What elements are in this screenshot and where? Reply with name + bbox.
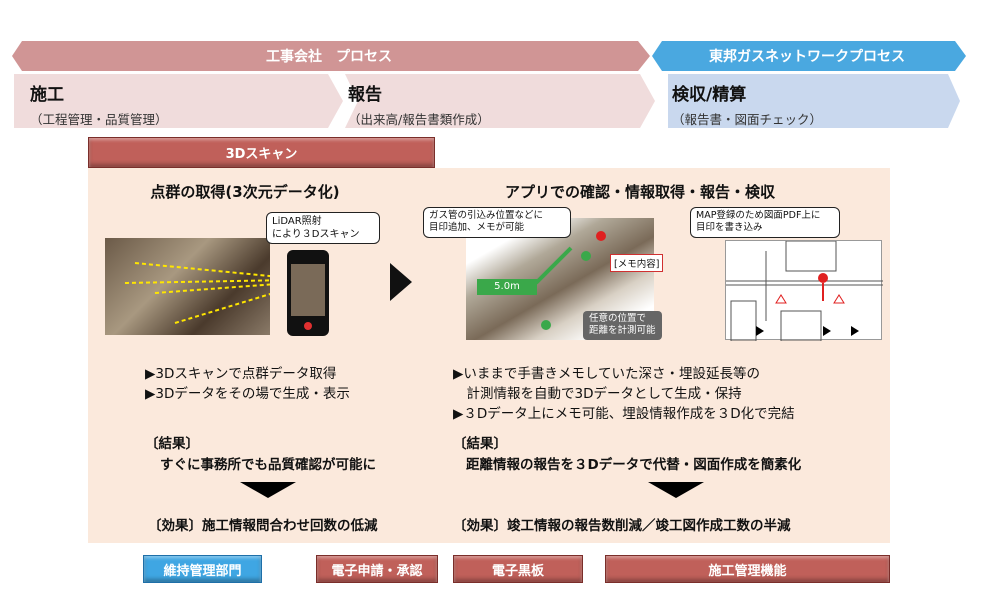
right-result: 距離情報の報告を３Dデータで代替・図面作成を簡素化 [466, 457, 802, 473]
stage-inspection: 検収/精算 （報告書・図面チェック） [656, 74, 822, 128]
stage-title: 施工 [30, 85, 64, 105]
right-arrow-icon [390, 263, 412, 301]
toho-process-label: 東邦ガスネットワークプロセス [709, 49, 905, 65]
maintenance-dept-button[interactable]: 維持管理部門 [143, 555, 262, 583]
company-process-label: 工事会社 プロセス [266, 49, 392, 65]
left-result-label: 〔結果〕 [145, 436, 199, 452]
lidar-callout: LiDAR照射により３Dスキャン [266, 212, 380, 244]
left-bullet: ▶3Dデータをその場で生成・表示 [145, 386, 350, 402]
down-arrow-icon [240, 482, 296, 498]
stage-report: 報告 （出来高/報告書類作成） [332, 74, 490, 128]
distance-label: 5.0m [477, 279, 537, 295]
stage-construction: 施工 （工程管理・品質管理） [14, 74, 168, 128]
e-application-button[interactable]: 電子申請・承認 [316, 555, 438, 583]
left-bullet: ▶3Dスキャンで点群データ取得 [145, 366, 337, 382]
stage-chevrons [14, 74, 960, 128]
left-effect: 〔効果〕施工情報問合わせ回数の低減 [148, 518, 378, 534]
construction-mgmt-button[interactable]: 施工管理機能 [605, 555, 890, 583]
measure-callout: 任意の位置で距離を計測可能 [583, 311, 662, 340]
point-cloud-photo [105, 238, 291, 335]
right-bullet: ▶いままで手書きメモしていた深さ・埋設延長等の [453, 366, 760, 382]
stage-sub: （工程管理・品質管理） [30, 112, 168, 127]
down-arrow-icon [648, 482, 704, 498]
map-drawing-image [725, 240, 883, 342]
right-result-label: 〔結果〕 [453, 436, 507, 452]
right-bullet: 計測情報を自動で3Dデータとして生成・保持 [453, 386, 742, 402]
right-bullet: ▶３Dデータ上にメモ可能、埋設情報作成を３D化で完結 [453, 406, 795, 422]
smartphone-image [287, 250, 329, 336]
left-title: 点群の取得(3次元データ化) [150, 183, 340, 201]
stage-sub: （報告書・図面チェック） [672, 112, 823, 127]
stage-title: 検収/精算 [672, 85, 747, 105]
left-result: すぐに事務所でも品質確認が可能に [160, 457, 376, 473]
right-title: アプリでの確認・情報取得・報告・検収 [504, 183, 775, 201]
stage-title: 報告 [348, 85, 382, 105]
3d-scan-button[interactable]: 3Dスキャン [88, 137, 435, 168]
mark-callout: ガス管の引込み位置などに目印追加、メモが可能 [423, 207, 571, 238]
stage-sub: （出来高/報告書類作成） [348, 112, 490, 127]
e-blackboard-button[interactable]: 電子黒板 [453, 555, 583, 583]
map-callout: MAP登録のため図面PDF上に目印を書き込み [690, 207, 840, 238]
memo-label: [メモ内容] [610, 254, 664, 272]
right-effect: 〔効果〕竣工情報の報告数削減／竣工図作成工数の半減 [453, 518, 791, 534]
process-banners [12, 41, 966, 71]
